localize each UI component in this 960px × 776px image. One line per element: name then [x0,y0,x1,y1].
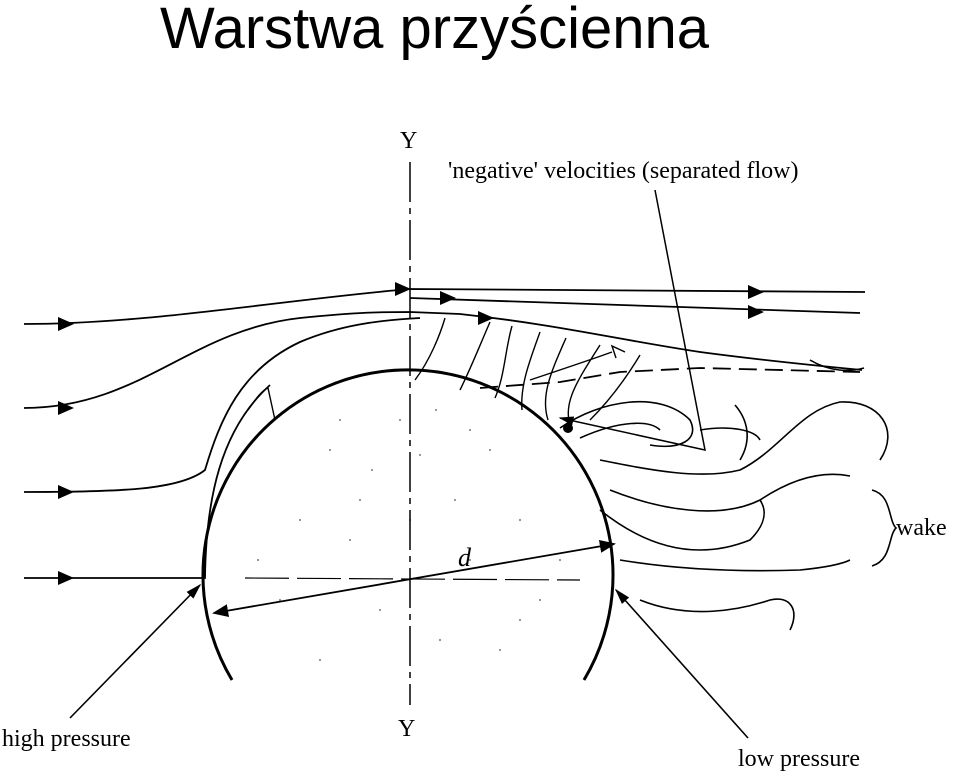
slide-title: Warstwa przyścienna [160,0,710,61]
low-pressure-label: low pressure [738,746,860,772]
separated-flow-label: 'negative' velocities (separated flow) [448,158,799,184]
high-pressure-label: high pressure [2,726,131,752]
wake-label: wake [896,515,947,541]
streamlines [23,288,866,579]
velocity-profiles [247,317,641,431]
axis-label-top: Y [400,128,417,154]
diameter-indicator: d [212,539,616,618]
high-pressure-pointer [69,583,202,719]
cylinder-body [201,368,615,681]
wake-vortices [559,359,889,631]
axis-label-bottom: Y [398,716,415,742]
separation-point [563,423,573,433]
wake-brace [871,489,898,567]
low-pressure-pointer [614,588,749,739]
diameter-label: d [458,543,472,572]
separated-flow-pointer [558,189,706,451]
flow-arrows [58,282,764,585]
